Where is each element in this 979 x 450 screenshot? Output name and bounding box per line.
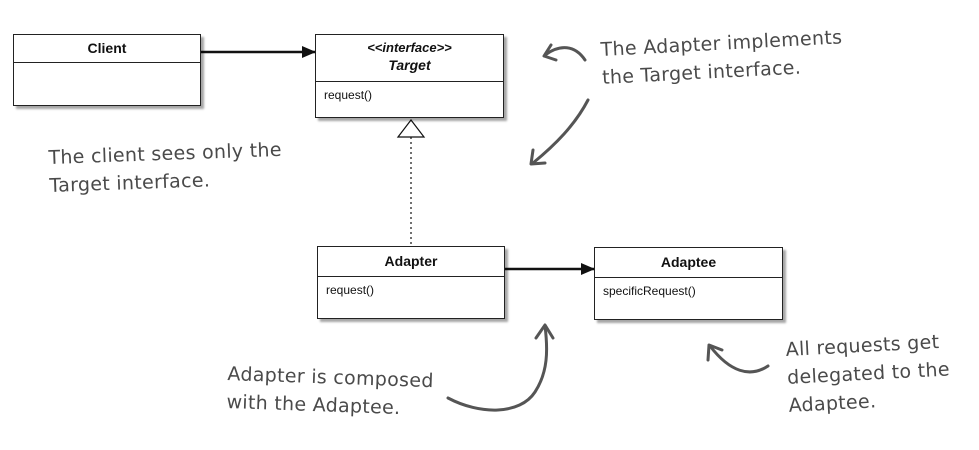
class-adaptee-name: Adaptee	[595, 248, 782, 278]
note-arrow-implements-curl	[543, 46, 587, 62]
note-arrow-implements-down	[531, 98, 590, 165]
class-adapter: Adapter request()	[317, 246, 505, 319]
class-target-name: Target	[388, 57, 431, 73]
class-client: Client	[13, 34, 201, 106]
class-client-body	[14, 63, 200, 75]
class-adaptee: Adaptee specificRequest()	[594, 247, 783, 320]
note-arrow-implements-down-head	[529, 148, 547, 166]
note-arrow-delegated-head	[706, 343, 724, 362]
class-client-name: Client	[14, 35, 200, 63]
class-target-stereotype: <<interface>>	[367, 40, 452, 55]
class-target-header: <<interface>> Target	[316, 35, 503, 82]
note-arrow-composed-head	[534, 323, 555, 340]
class-target: <<interface>> Target request()	[315, 34, 504, 118]
class-adaptee-method: specificRequest()	[603, 284, 696, 298]
note-composed: Adapter is composed with the Adaptee.	[226, 360, 434, 423]
note-arrow-delegated	[708, 344, 770, 374]
note-delegated: All requests get delegated to the Adapte…	[785, 327, 952, 419]
note-client-sees: The client sees only the Target interfac…	[48, 136, 283, 200]
class-adapter-name: Adapter	[318, 247, 504, 277]
note-arrow-implements-curl-head	[542, 43, 558, 62]
class-adapter-method: request()	[326, 283, 375, 297]
class-target-method: request()	[324, 88, 373, 102]
realization-triangle-icon	[396, 119, 426, 138]
note-arrow-composed	[446, 324, 549, 412]
